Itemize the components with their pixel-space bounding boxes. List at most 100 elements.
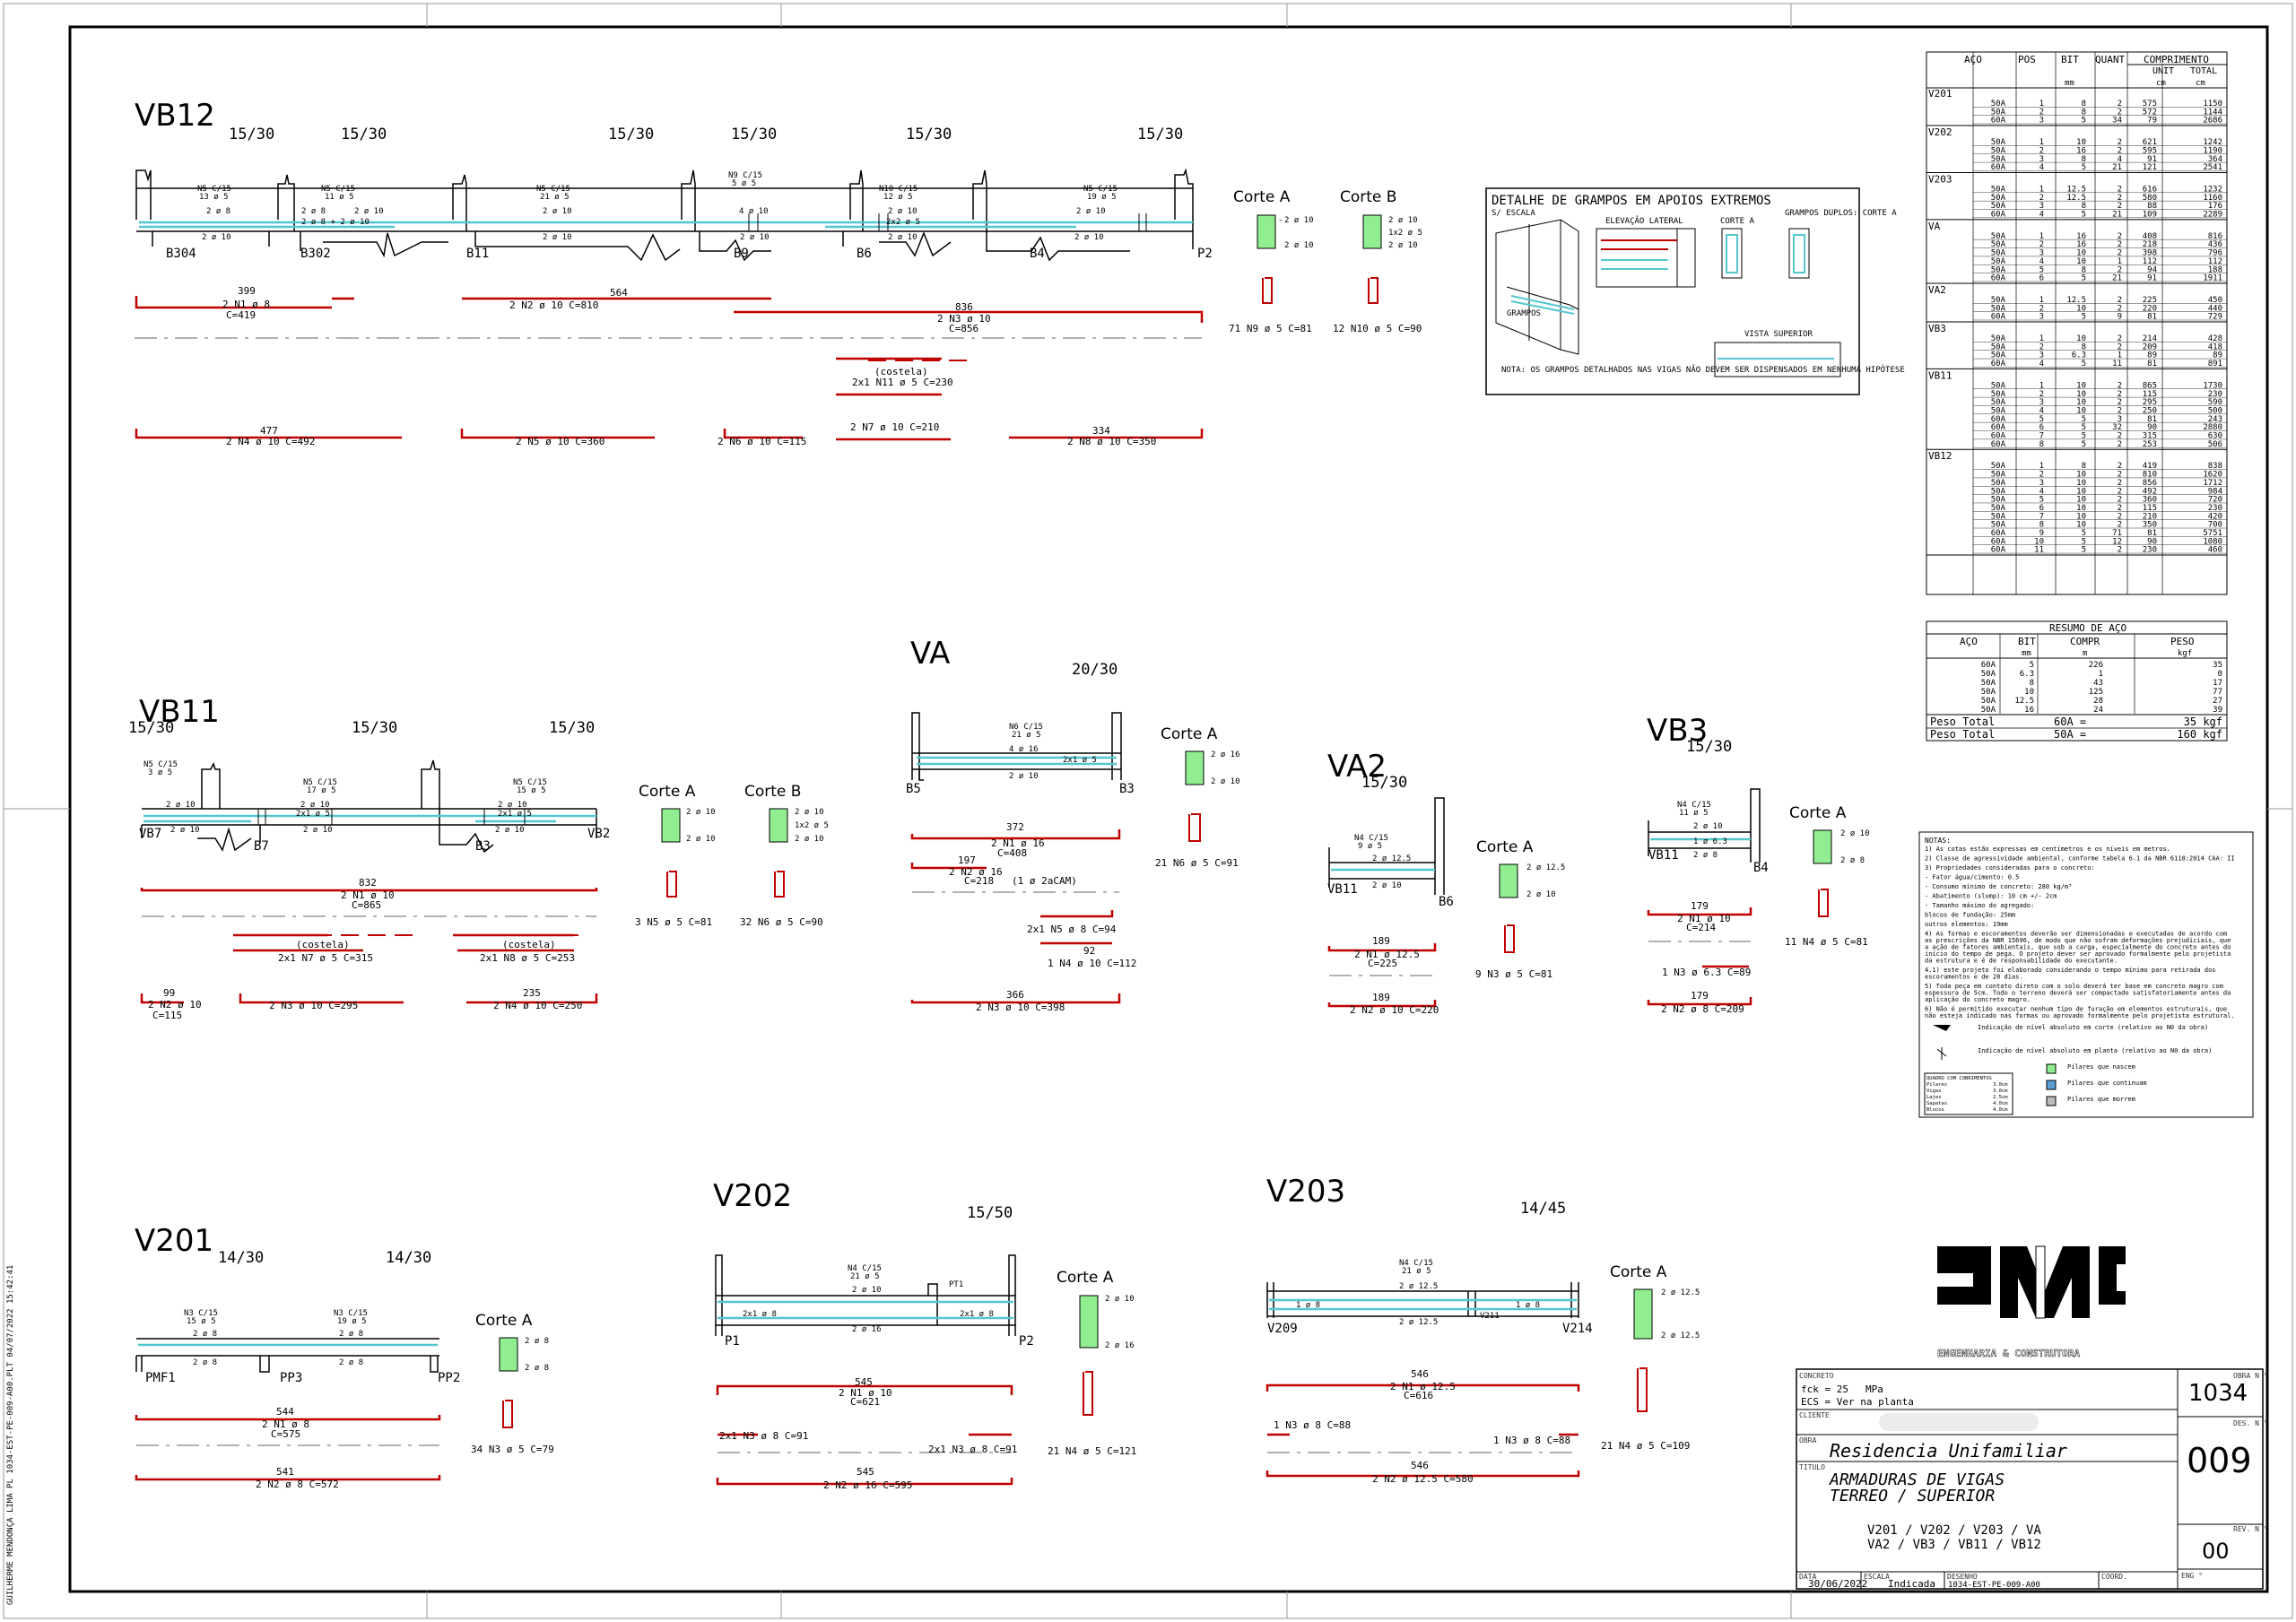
table-cell: 10 [2076, 496, 2086, 505]
svg-text:4 ø 10: 4 ø 10 [739, 207, 769, 216]
bar-desc: 2 N6 ø 10 C=115 [718, 436, 806, 447]
cover-cell: Blocos [1926, 1107, 1944, 1113]
table-cell: 460 [2208, 546, 2222, 555]
support-label: B9 [734, 247, 749, 261]
svg-text:C=621: C=621 [850, 1396, 880, 1408]
table-cell: 575 [2143, 100, 2157, 108]
bar-desc: 2 N2 ø 10 C=810 [509, 299, 598, 311]
svg-text:COORD.: COORD. [2101, 1573, 2127, 1581]
svg-text:14/30: 14/30 [218, 1249, 264, 1267]
table-cell: 2 [2039, 304, 2044, 313]
table-cell: 50A [1991, 504, 2006, 513]
table-cell: 8 [2082, 108, 2086, 117]
table-cell: 796 [2208, 249, 2222, 258]
svg-text:2 N2 ø 8 C=209: 2 N2 ø 8 C=209 [1661, 1003, 1744, 1015]
table-cell: 729 [2208, 313, 2222, 322]
table-cell: 1190 [2203, 146, 2222, 155]
note-line: 1) As cotas estão expressas em centímetr… [1925, 846, 2170, 853]
bar-desc: 2 N5 ø 10 C=360 [516, 436, 604, 447]
svg-text:2 ø 12.5: 2 ø 12.5 [1399, 1318, 1438, 1327]
svg-text:Residencia Unifamiliar: Residencia Unifamiliar [1830, 1440, 2067, 1462]
svg-text:189: 189 [1372, 935, 1390, 947]
svg-text:2 ø 10: 2 ø 10 [354, 207, 384, 216]
svg-text:C=115: C=115 [152, 1010, 182, 1021]
summary-cell: 0 [2218, 670, 2222, 679]
summary-cell: 17 [2213, 679, 2222, 688]
table-cell: 3 [2118, 415, 2122, 424]
table-header: POS [2018, 54, 2036, 65]
corte-stirrup: 12 N10 ø 5 C=90 [1333, 323, 1422, 334]
table-cell: 10 [2076, 390, 2086, 399]
svg-text:2 ø 8: 2 ø 8 [525, 1364, 549, 1373]
table-cell: 590 [2208, 398, 2222, 407]
section-label: 15/30 [1137, 126, 1183, 143]
svg-text:N4 C/15: N4 C/15 [1399, 1259, 1433, 1268]
svg-text:2x1 ø 5: 2x1 ø 5 [296, 810, 330, 819]
svg-text:ARMADURAS DE VIGAS: ARMADURAS DE VIGAS [1829, 1470, 2005, 1489]
bar-length: 399 [238, 285, 256, 297]
table-cell: 1712 [2203, 479, 2222, 488]
svg-text:17 ø 5: 17 ø 5 [307, 786, 336, 795]
table-cell: 1 [2039, 462, 2044, 471]
summary-cell: 10 [2024, 688, 2034, 697]
summary-cell: 50A [1981, 679, 1996, 688]
table-group-beam: VB3 [1928, 323, 1946, 334]
note-line: 3) Propriedades consideradas para o conc… [1925, 864, 2095, 872]
support-label: B302 [300, 247, 331, 261]
bar-desc: (costela) [874, 366, 928, 377]
svg-text:2 ø 8: 2 ø 8 [339, 1358, 363, 1367]
svg-text:C=225: C=225 [1368, 958, 1397, 969]
table-cell: 2 [2118, 432, 2122, 441]
note-line: 5) Toda peça em contato direto com o sol… [1925, 983, 2223, 990]
table-cell: 5 [2082, 440, 2086, 449]
table-cell: 1 [2039, 381, 2044, 390]
table-cell: 60A [1991, 415, 2006, 424]
note-line: 4) As formas e escoramentos deverão ser … [1925, 931, 2227, 938]
table-cell: 1 [2118, 257, 2122, 266]
table-cell: 2 [2118, 232, 2122, 241]
svg-text:2 ø 12.5: 2 ø 12.5 [1661, 1331, 1700, 1340]
beam-vb11: VB11 15/30 15/30 15/30 N5 C/153 ø 5 N5 C… [128, 694, 829, 1021]
table-cell: 89 [2147, 351, 2157, 360]
table-cell: 91 [2147, 274, 2157, 283]
notes-title: NOTAS: [1925, 837, 1951, 845]
svg-text:5 ø 5: 5 ø 5 [732, 179, 756, 188]
table-cell: 2 [2039, 240, 2044, 249]
table-cell: 2 [2118, 100, 2122, 108]
table-unit: mm [2065, 79, 2074, 88]
table-cell: 3 [2039, 155, 2044, 164]
table-cell: 5 [2082, 537, 2086, 546]
svg-text:B3: B3 [475, 839, 491, 854]
svg-text:2 ø 10: 2 ø 10 [498, 801, 527, 810]
table-cell: 838 [2208, 462, 2222, 471]
svg-text:CORTE A: CORTE A [1720, 217, 1755, 226]
support-label: B11 [466, 247, 489, 261]
table-cell: 8 [2082, 265, 2086, 274]
svg-text:15/30: 15/30 [352, 719, 397, 737]
section-label: 15/30 [731, 126, 777, 143]
svg-text:P2: P2 [1019, 1334, 1034, 1349]
table-cell: 5 [2082, 117, 2086, 126]
svg-text:1 N3 ø 8 C=88: 1 N3 ø 8 C=88 [1274, 1419, 1351, 1431]
table-cell: 2 [2118, 471, 2122, 480]
table-cell: 2 [2118, 462, 2122, 471]
table-cell: 364 [2208, 155, 2222, 164]
svg-text:2 ø 10: 2 ø 10 [1372, 881, 1402, 890]
svg-text:1 ø 8: 1 ø 8 [1516, 1301, 1540, 1310]
svg-text:OBRA N °: OBRA N ° [2233, 1372, 2268, 1380]
table-cell: 50A [1991, 257, 2006, 266]
svg-text:541: 541 [276, 1466, 294, 1478]
table-group-beam: VA [1928, 221, 1941, 232]
table-cell: 12.5 [2066, 194, 2086, 203]
table-cell: 408 [2143, 232, 2157, 241]
svg-text:2 ø 12.5: 2 ø 12.5 [1372, 854, 1411, 863]
table-cell: 2 [2118, 343, 2122, 351]
svg-text:ECS = Ver na planta: ECS = Ver na planta [1801, 1396, 1914, 1408]
beam-title: VB11 [139, 694, 220, 730]
note-line: início do tempo de pega. O projeto dever… [1925, 950, 2231, 958]
svg-text:179: 179 [1691, 990, 1709, 1002]
svg-text:15 ø 5: 15 ø 5 [517, 786, 546, 795]
table-cell: 720 [2208, 496, 2222, 505]
table-cell: 12.5 [2066, 296, 2086, 305]
table-cell: 428 [2208, 334, 2222, 343]
